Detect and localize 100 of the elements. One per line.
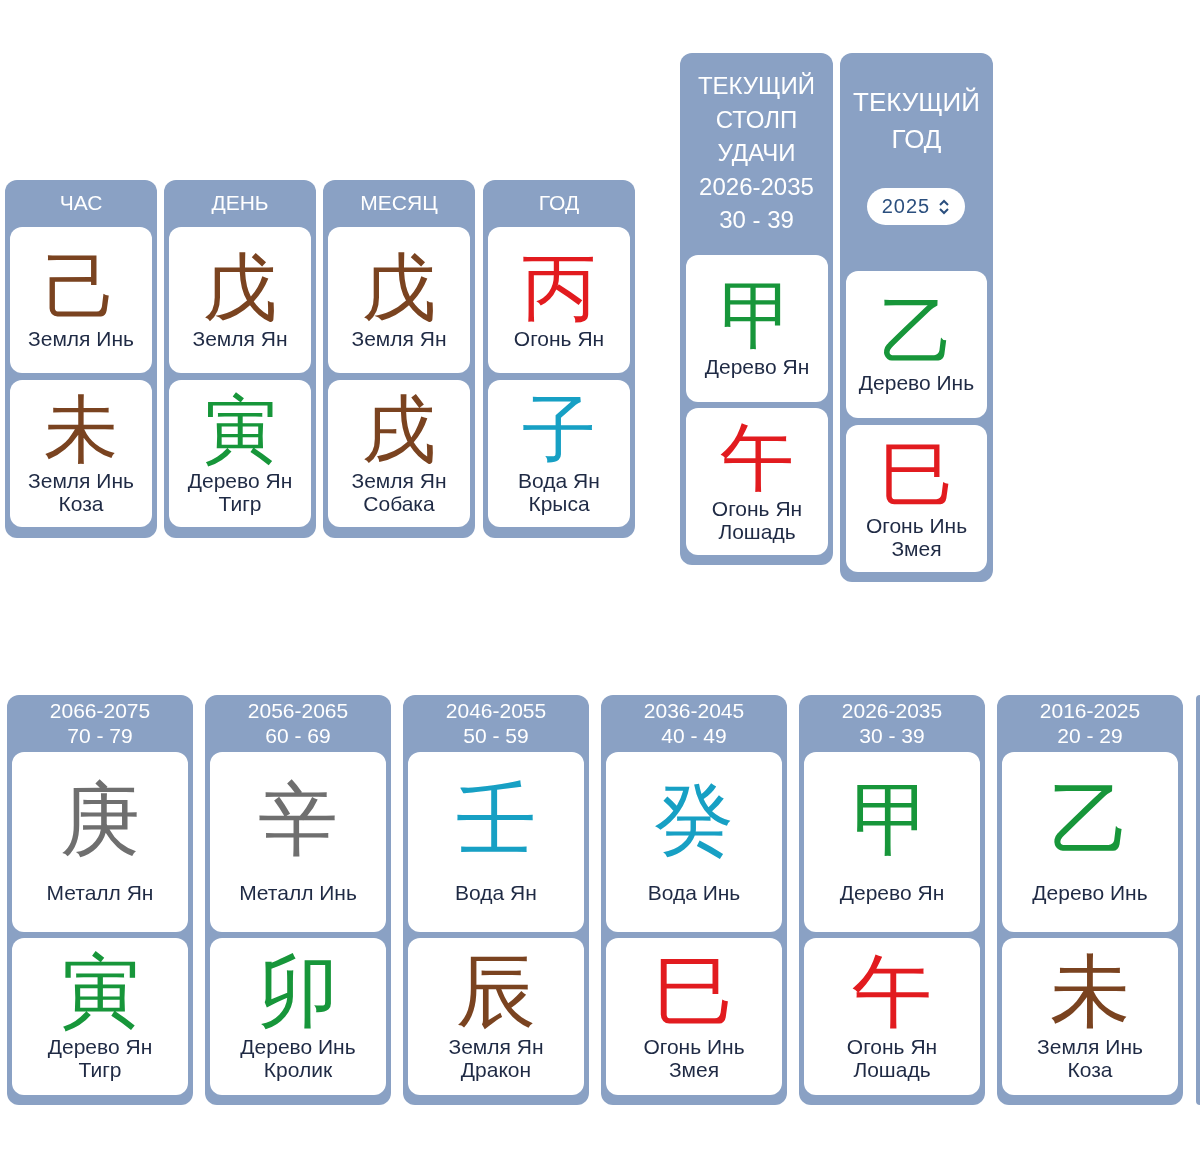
pillar-card [686,255,828,402]
pillar-column [205,695,391,1105]
column-heading: МЕСЯЦ [360,191,438,216]
age-range: 50 - 59 [463,723,529,748]
pillar-card [488,227,630,373]
hanzi-character: 未 [44,391,118,466]
hanzi-character: 寅 [60,951,140,1032]
hanzi-character: 乙 [1050,779,1130,860]
hanzi-character: 辰 [456,951,536,1032]
pillar-column [5,180,157,538]
pillar-card [210,938,386,1095]
column-heading: 2056-2065 [247,699,349,724]
column-panel [1196,695,1200,1105]
element-label: Огонь Инь [865,514,968,538]
element-label: Дерево Ян [187,469,293,493]
column-heading: 2016-2025 [1039,699,1141,724]
element-label: Дерево Инь [858,372,975,395]
hanzi-character: 巳 [654,951,734,1032]
pillar-card [686,408,828,555]
zodiac-animal-label: Крыса [528,492,590,516]
pillar-card [804,752,980,932]
pillar-card [408,938,584,1095]
pillar-card [12,938,188,1095]
pillar-card [328,380,470,527]
hanzi-character: 午 [852,951,932,1032]
element-label: Огонь Ян [711,497,803,521]
age-range: 30 - 39 [719,205,794,236]
hanzi-character: 子 [522,391,596,466]
pillar-card [210,752,386,932]
hanzi-character: 己 [44,249,118,324]
pillar-column [799,695,985,1105]
element-label: Дерево Ян [704,356,810,379]
pillar-card [10,227,152,373]
column-heading: ГОД [538,191,580,216]
pillar-card [846,425,987,572]
column-heading: ДЕНЬ [211,191,269,216]
element-label: Земля Инь [28,327,134,351]
element-label: Дерево Ян [839,881,945,905]
zodiac-animal-label: Коза [1067,1058,1113,1082]
pillar-card [804,938,980,1095]
zodiac-animal-label: Лошадь [718,520,796,544]
element-label: Дерево Ян [47,1035,153,1059]
zodiac-animal-label: Дракон [460,1058,532,1082]
hanzi-character: 戊 [203,249,277,324]
zodiac-animal-label: Собака [363,492,435,516]
element-label: Огонь Ян [846,1035,938,1059]
age-range: 30 - 39 [859,723,925,748]
hanzi-character: 庚 [60,779,140,860]
element-label: Земля Ян [351,327,447,351]
hanzi-character: 甲 [720,278,794,353]
pillar-card [606,938,782,1095]
pillar-card [606,752,782,932]
zodiac-animal-label: Коза [58,492,104,516]
zodiac-animal-label: Змея [668,1058,720,1082]
zodiac-animal-label: Змея [891,537,942,561]
element-label: Металл Ян [46,881,154,905]
pillar-card [169,227,311,373]
pillar-column [997,695,1183,1105]
pillar-column [840,53,993,582]
pillar-card [1002,752,1178,932]
pillar-column [601,695,787,1105]
year-range: 2026-2035 [699,171,814,202]
element-label: Земля Инь [1037,1035,1143,1059]
pillar-card [10,380,152,527]
column-heading: ТЕКУЩИЙ ГОД [852,86,981,156]
pillar-card [328,227,470,373]
column-heading: ЧАС [59,191,103,216]
pillar-card [169,380,311,527]
hanzi-character: 乙 [879,294,954,369]
hanzi-character: 甲 [852,779,932,860]
age-range: 60 - 69 [265,723,331,748]
hanzi-character: 戌 [362,391,436,466]
zodiac-animal-label: Тигр [78,1058,122,1082]
year-select: 2025 [867,188,965,225]
element-label: Дерево Инь [1032,881,1148,905]
column-heading: 2066-2075 [49,699,151,724]
pillar-card [846,271,987,418]
hanzi-character: 壬 [456,779,536,860]
element-label: Вода Ян [455,881,537,905]
element-label: Земля Ян [192,327,288,351]
element-label: Земля Ян [351,469,447,493]
column-heading: 2026-2035 [841,699,943,724]
pillar-card [1002,938,1178,1095]
pillar-card [408,752,584,932]
element-label: Металл Инь [239,881,357,905]
hanzi-character: 卯 [258,951,338,1032]
age-range: 70 - 79 [67,723,133,748]
element-label: Земля Инь [28,469,134,493]
element-label: Дерево Инь [240,1035,356,1059]
age-range: 20 - 29 [1057,723,1123,748]
pillar-column [164,180,316,538]
element-label: Вода Инь [647,881,741,905]
zodiac-animal-label: Кролик [263,1058,333,1082]
pillar-column [7,695,193,1105]
pillar-card [488,380,630,527]
age-range: 40 - 49 [661,723,727,748]
element-label: Огонь Ян [513,327,605,351]
zodiac-animal-label: Лошадь [853,1058,931,1082]
hanzi-character: 午 [720,419,794,494]
column-heading: ТЕКУЩИЙ СТОЛП УДАЧИ [696,71,817,169]
